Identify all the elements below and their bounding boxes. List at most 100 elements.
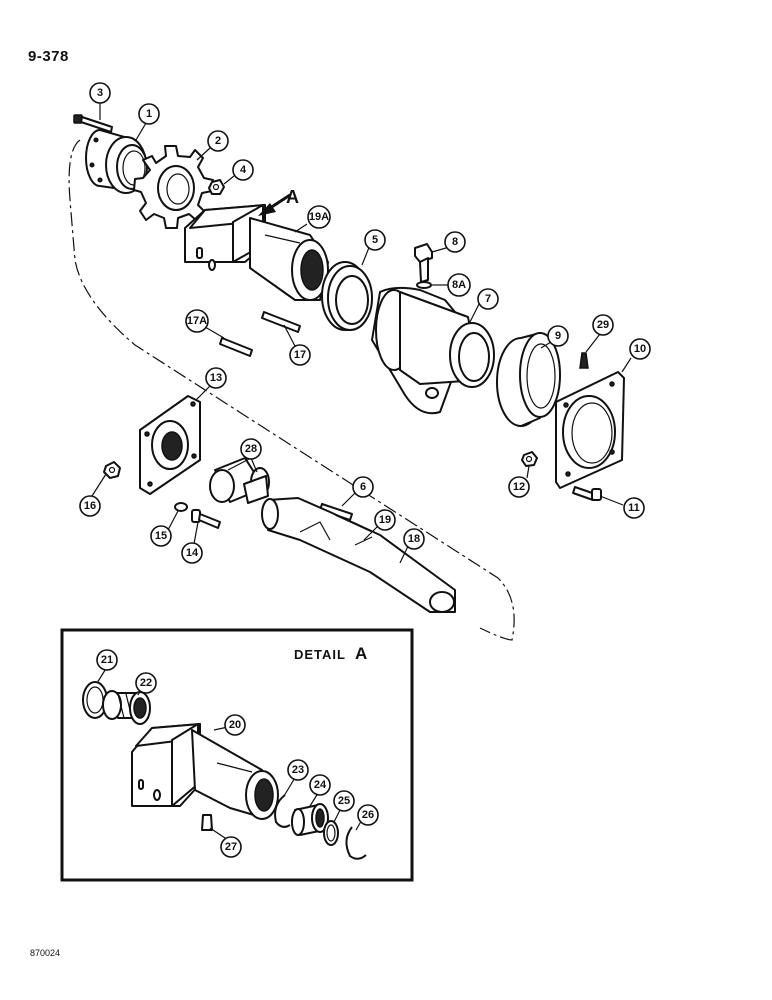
callout-9-label: 9 [555,330,561,342]
view-arrow-label: A [286,187,299,207]
part-25-washer [323,820,339,846]
callout-18: 18 [403,528,425,550]
callout-29-label: 29 [597,319,609,331]
callout-1: 1 [138,103,160,125]
part-28-bushings [209,457,270,504]
callout-28-label: 28 [245,443,257,455]
callout-10: 10 [629,338,651,360]
callout-7-label: 7 [485,293,491,305]
assembly-outline [68,139,515,641]
callout-15: 15 [150,525,172,547]
callout-23-label: 23 [292,764,304,776]
detail-title: DETAIL [294,647,346,662]
part-3-bolt [73,114,113,133]
callout-29: 29 [592,314,614,336]
callout-8-label: 8 [452,236,458,248]
callout-1-label: 1 [146,108,152,120]
callout-8A: 8A [447,273,471,297]
callout-24-label: 24 [314,779,327,791]
callout-3-label: 3 [97,87,103,99]
callout-8A-label: 8A [452,279,466,291]
callout-25-label: 25 [338,795,350,807]
callout-13-label: 13 [210,372,222,384]
part-8A-washer [416,281,432,289]
callout-19A-label: 19A [309,211,329,223]
part-11-bolt [572,486,602,501]
callout-19A: 19A [307,205,331,229]
callout-21: 21 [96,649,118,671]
callout-17A: 17A [185,309,209,333]
part-10-flange-plate [555,371,625,489]
part-13-bearing-flange [139,395,201,495]
callout-16: 16 [79,495,101,517]
part-8-cap-screw [414,243,433,283]
callout-11: 11 [623,497,645,519]
part-19A-bearing-block [184,204,329,301]
callout-22-label: 22 [140,677,152,689]
callout-12-label: 12 [513,481,525,493]
part-15-washer [174,502,188,512]
detail-letter: A [355,644,367,663]
part-17-key [261,311,301,333]
callout-11-label: 11 [628,502,640,514]
callout-17: 17 [289,344,311,366]
callout-25: 25 [333,790,355,812]
part-26-snap-ring [345,826,367,860]
callout-12: 12 [508,476,530,498]
callout-20-label: 20 [229,719,241,731]
callout-5: 5 [364,229,386,251]
part-4-nut [208,179,225,195]
callout-17A-label: 17A [187,315,207,327]
callout-19-label: 19 [379,514,391,526]
callout-9: 9 [547,325,569,347]
callout-23: 23 [287,759,309,781]
callout-28: 28 [240,438,262,460]
callout-6-label: 6 [360,481,366,493]
callout-24: 24 [309,774,331,796]
part-16-nut [103,461,121,479]
callout-15-label: 15 [155,530,167,542]
part-20-bearing-block [131,723,279,820]
part-9-bearing-ring [496,332,561,427]
callout-3: 3 [89,82,111,104]
part-12-nut [521,451,538,467]
part-7-flange-housing [371,286,495,415]
part-23-snap-ring [274,794,291,828]
callout-16-label: 16 [84,500,96,512]
callout-4: 4 [232,159,254,181]
callout-10-label: 10 [634,343,646,355]
page-number: 9-378 [28,48,69,65]
detail-a-frame [60,628,414,882]
callout-21-label: 21 [101,654,113,666]
callout-26: 26 [357,804,379,826]
view-arrow-a: A [258,187,299,216]
part-2-sprocket [133,145,214,229]
callout-17-label: 17 [294,349,306,361]
part-5-seal [321,261,373,331]
callout-13: 13 [205,367,227,389]
reference-code: 870024 [30,948,61,958]
part-14-bolt [191,509,221,529]
callout-27-label: 27 [225,841,237,853]
part-29-grease-fitting [579,352,589,369]
callout-2-label: 2 [215,135,221,147]
callout-20: 20 [224,714,246,736]
callout-8: 8 [444,231,466,253]
part-18-shaft [261,497,456,613]
callout-6: 6 [352,476,374,498]
callout-22: 22 [135,672,157,694]
callout-14: 14 [181,542,203,564]
callout-7: 7 [477,288,499,310]
callout-18-label: 18 [408,533,420,545]
part-22-needle-bearing [102,690,151,725]
callout-14-label: 14 [186,547,199,559]
callout-5-label: 5 [372,234,378,246]
callout-4-label: 4 [240,164,247,176]
callout-27: 27 [220,836,242,858]
callout-19: 19 [374,509,396,531]
part-17A-key [219,337,253,357]
callout-26-label: 26 [362,809,374,821]
callout-2: 2 [207,130,229,152]
part-24-needle-bearing [291,803,329,836]
